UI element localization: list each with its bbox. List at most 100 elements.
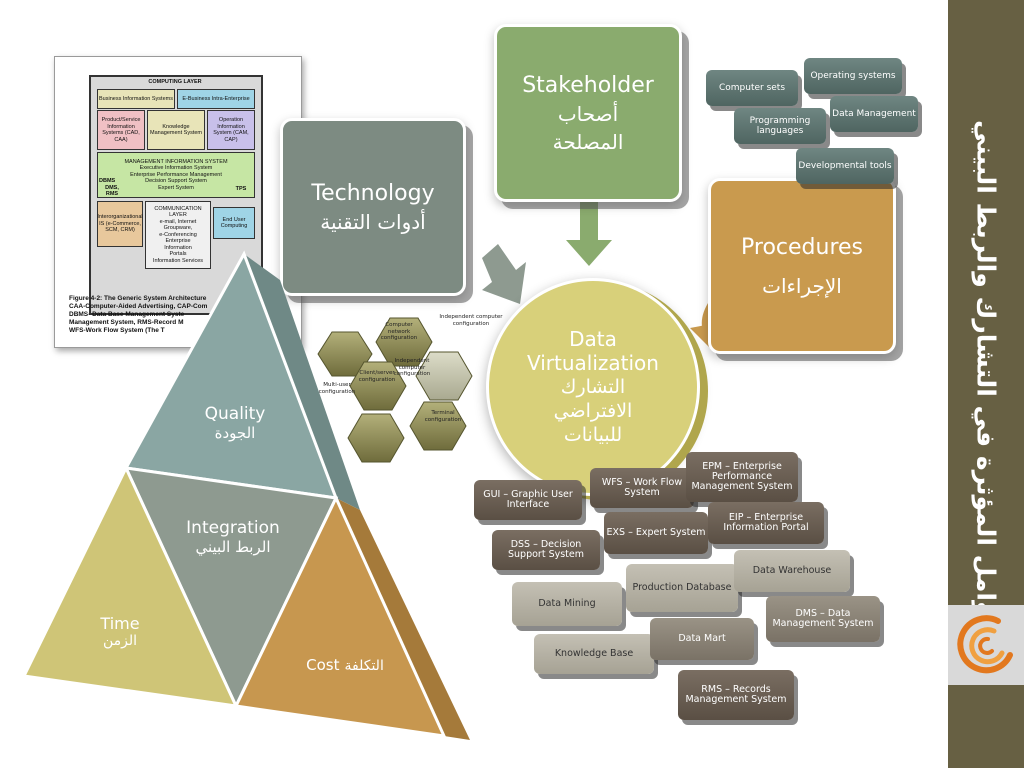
hex-label: Independent computer configuration <box>439 314 503 327</box>
figure-dbms: DBMS DMS, RMS <box>99 178 125 197</box>
quality-pyramid <box>21 250 470 740</box>
tile-data-warehouse: Data Warehouse <box>734 550 850 592</box>
figure-mis-sub-0: Executive Information System <box>139 165 213 172</box>
hex-label: Independent computer configuration <box>393 358 431 377</box>
tile-exs: EXS – Expert System <box>604 512 708 554</box>
figure-comm-item-6: Information Services <box>152 257 204 264</box>
hexagon-tile <box>349 361 407 411</box>
tile-developmental-tools: Developmental tools <box>796 148 894 184</box>
pyramid-cost-label: Cost التكلفة <box>290 656 400 674</box>
figure-caption: Figure 4-2: The Generic System Architect… <box>69 295 289 335</box>
figure-comm-item-3: Enterprise <box>165 238 191 245</box>
hexagon-tile <box>347 413 405 463</box>
figure-caption-line: Management System, RMS-Record M <box>69 319 184 326</box>
figure-dms-text: DMS, RMS <box>105 184 119 198</box>
hex-label: Multi-user configuration <box>318 382 356 395</box>
dv-label-ar-2: الافتراضي <box>553 400 633 422</box>
technology-card: Technology أدوات التقنية <box>280 118 466 296</box>
figure-caption-line: WFS-Work Flow System (The T <box>69 327 165 334</box>
figure-mis: MANAGEMENT INFORMATION SYSTEM Executive … <box>97 152 255 198</box>
stakeholder-arrow <box>566 195 612 266</box>
figure-comm-item-2: e-Conferencing <box>159 231 197 238</box>
tile-gui: GUI – Graphic User Interface <box>474 480 582 520</box>
figure-comm-item-4: Information <box>164 244 192 251</box>
tile-rms: RMS – Records Management System <box>678 670 794 720</box>
figure-comm-title: COMMUNICATION LAYER <box>154 205 202 219</box>
pyramid-side-quality <box>244 254 360 510</box>
hexagon-tile <box>409 401 467 451</box>
tile-knowledge-base: Knowledge Base <box>534 634 654 674</box>
tile-dss: DSS – Decision Support System <box>492 530 600 570</box>
integration-label: Integration <box>186 518 280 538</box>
figure-end-user: End User Computing <box>213 207 255 239</box>
procedures-label: Procedures <box>741 234 863 260</box>
data-virtualization-circle: Data Virtualization التشارك الافتراضي لل… <box>486 278 700 496</box>
slide-sidebar: العوامل المؤثرة في التشارك والربط البيني <box>948 0 1024 768</box>
pyramid-time <box>21 464 239 708</box>
tile-eip: EIP – Enterprise Information Portal <box>708 502 824 544</box>
quality-label: Quality <box>204 404 266 424</box>
tile-data-management: Data Management <box>830 96 918 132</box>
figure-dbms-text: DBMS <box>99 178 116 185</box>
dv-label-1: Data <box>569 327 617 351</box>
pyramid-quality-label: Quality الجودة <box>180 404 290 442</box>
tile-production-database: Production Database <box>626 564 738 612</box>
time-label-ar: الزمن <box>102 633 138 649</box>
figure-comm-layer: COMMUNICATION LAYER e-mail, Internet Gro… <box>145 201 211 269</box>
figure-product-service: Product/Service Information Systems (CAD… <box>97 110 145 150</box>
figure-tps: TPS <box>235 185 247 192</box>
tile-data-mining: Data Mining <box>512 582 622 626</box>
tile-operating-systems: Operating systems <box>804 58 902 94</box>
pyramid-time-label: Time الزمن <box>80 614 160 649</box>
systems-grid: GUI – Graphic User Interface WFS – Work … <box>472 448 892 748</box>
logo <box>948 605 1024 685</box>
figure-comm-item-0: e-mail, Internet <box>159 218 197 225</box>
figure-caption-line: DBMS- Data Base Management Syste <box>69 311 185 318</box>
dv-label-ar-3: للبيانات <box>563 424 623 446</box>
cost-label: Cost <box>306 656 340 674</box>
slide-title: العوامل المؤثرة في التشارك والربط البيني <box>971 119 1001 649</box>
procedures-label-ar: الإجراءات <box>762 273 842 298</box>
tile-epm: EPM – Enterprise Performance Management … <box>686 452 798 502</box>
figure-interorg: Interorganizational IS (e-Commerce, SCM,… <box>97 201 143 247</box>
figure-business-info: Business Information Systems <box>97 89 175 109</box>
figure-header: COMPUTING LAYER <box>148 78 202 85</box>
stakeholder-label: Stakeholder <box>522 72 654 98</box>
hex-label: Client/server configuration <box>358 370 396 383</box>
dv-label-2: Virtualization <box>527 351 659 375</box>
technology-arrow <box>482 244 526 304</box>
procedures-card: Procedures الإجراءات <box>708 178 896 354</box>
hexagon-tile <box>415 351 473 401</box>
technology-label-ar: أدوات التقنية <box>320 209 426 234</box>
figure-caption-line: Figure 4-2: The Generic System Architect… <box>69 295 207 302</box>
stakeholder-card: Stakeholder أصحاب المصلحة <box>494 24 682 202</box>
pyramid-integration-label: Integration الربط البيني <box>168 518 298 556</box>
cost-label-ar: التكلفة <box>344 658 384 674</box>
figure-ebusiness: E-Business Intra-Enterprise <box>177 89 255 109</box>
technology-label: Technology <box>311 180 435 206</box>
stakeholder-label-ar-1: أصحاب <box>557 101 619 126</box>
hex-label: Terminal configuration <box>424 410 462 423</box>
figure-caption-line: CAA-Computer-Aided Advertising, CAP-Com <box>69 303 208 310</box>
figure-mis-sub-1: Enterprise Performance Management <box>130 171 222 178</box>
quality-label-ar: الجودة <box>214 424 256 442</box>
tile-computer-sets: Computer sets <box>706 70 798 106</box>
hex-label: Computer network configuration <box>380 322 418 341</box>
figure-operation: Operation Information System (CAM, CAP) <box>207 110 255 150</box>
hexagon-tile <box>375 317 433 367</box>
figure-comm-item-1: Groupware, <box>163 225 193 232</box>
figure-mis-sub-3: Expert System <box>158 184 194 191</box>
slide-title-container: العوامل المؤثرة في التشارك والربط البيني <box>948 0 1024 768</box>
dv-label-ar-1: التشارك <box>560 376 626 398</box>
swirl-logo-icon <box>957 615 1013 674</box>
time-label: Time <box>100 614 140 633</box>
figure-mis-title: MANAGEMENT INFORMATION SYSTEM <box>124 158 228 165</box>
tile-dms: DMS – Data Management System <box>766 596 880 642</box>
pyramid-cost <box>233 494 447 738</box>
technology-tools-grid: Computer sets Operating systems Programm… <box>706 58 918 192</box>
hexagon-cluster <box>317 317 473 463</box>
integration-label-ar: الربط البيني <box>195 538 271 556</box>
figure-knowledge: Knowledge Management System <box>147 110 205 150</box>
figure-comm-item-5: Portals <box>169 251 187 258</box>
pyramid-side-cost <box>336 498 470 740</box>
